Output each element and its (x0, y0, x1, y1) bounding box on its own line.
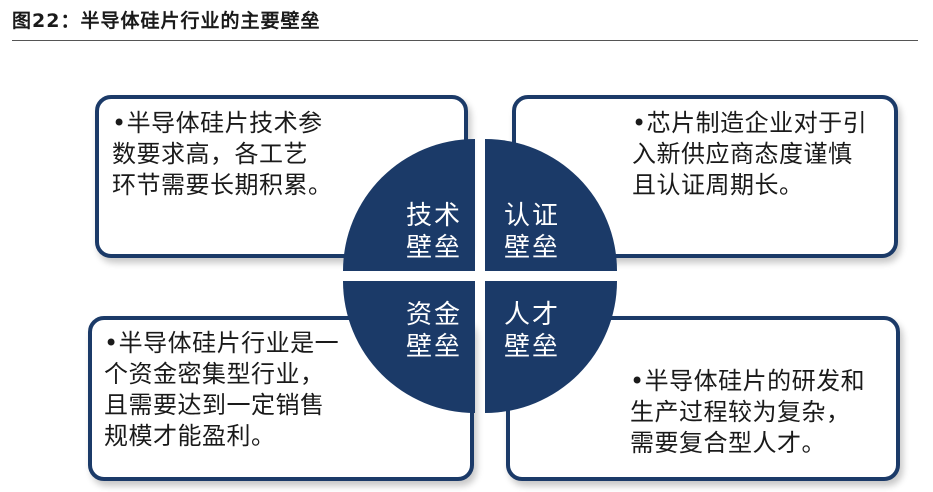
quadrant-tech-label-2: 壁垒 (406, 233, 462, 263)
quadrant-capital (343, 281, 475, 413)
box-talent-line: •半导体硅片的研发和 (630, 367, 866, 395)
box-talent-line: 需要复合型人才。 (630, 429, 826, 457)
box-capital-line: •半导体硅片行业是一 (104, 329, 340, 357)
box-capital-line: 个资金密集型行业， (104, 360, 325, 388)
box-capital-line: 规模才能盈利。 (104, 422, 276, 450)
box-tech-line: 数要求高，各工艺 (112, 140, 308, 168)
quadrant-cert-label-1: 认证 (504, 201, 560, 231)
quadrant-capital-label-1: 资金 (406, 300, 462, 330)
quadrant-cert (485, 139, 617, 271)
quadrant-capital-label-2: 壁垒 (406, 332, 462, 362)
box-capital-line: 且需要达到一定销售 (104, 391, 325, 419)
title-divider (12, 40, 918, 41)
box-talent-line: 生产过程较为复杂， (630, 398, 851, 426)
box-cert-line: •芯片制造企业对于引 (632, 109, 868, 137)
box-cert-line: 且认证周期长。 (632, 171, 804, 199)
box-tech-line: •半导体硅片技术参 (112, 109, 323, 137)
quadrant-talent-label-2: 壁垒 (504, 332, 560, 362)
quadrant-tech-label-1: 技术 (406, 201, 462, 231)
box-tech-text: •半导体硅片技术参 数要求高，各工艺 环节需要长期积累。 (112, 108, 333, 201)
box-cert-line: 入新供应商态度谨慎 (632, 140, 853, 168)
quadrant-talent (485, 281, 617, 413)
box-tech-line: 环节需要长期积累。 (112, 171, 333, 199)
box-capital-text: •半导体硅片行业是一 个资金密集型行业， 且需要达到一定销售 规模才能盈利。 (104, 328, 339, 452)
quadrant-talent-label-1: 人才 (504, 300, 560, 330)
figure-title: 图22：半导体硅片行业的主要壁垒 (12, 10, 321, 32)
quadrant-tech (343, 139, 475, 271)
box-talent-text: •半导体硅片的研发和 生产过程较为复杂， 需要复合型人才。 (630, 366, 865, 459)
quadrant-cert-label-2: 壁垒 (504, 233, 560, 263)
box-cert-text: •芯片制造企业对于引 入新供应商态度谨慎 且认证周期长。 (632, 108, 867, 201)
